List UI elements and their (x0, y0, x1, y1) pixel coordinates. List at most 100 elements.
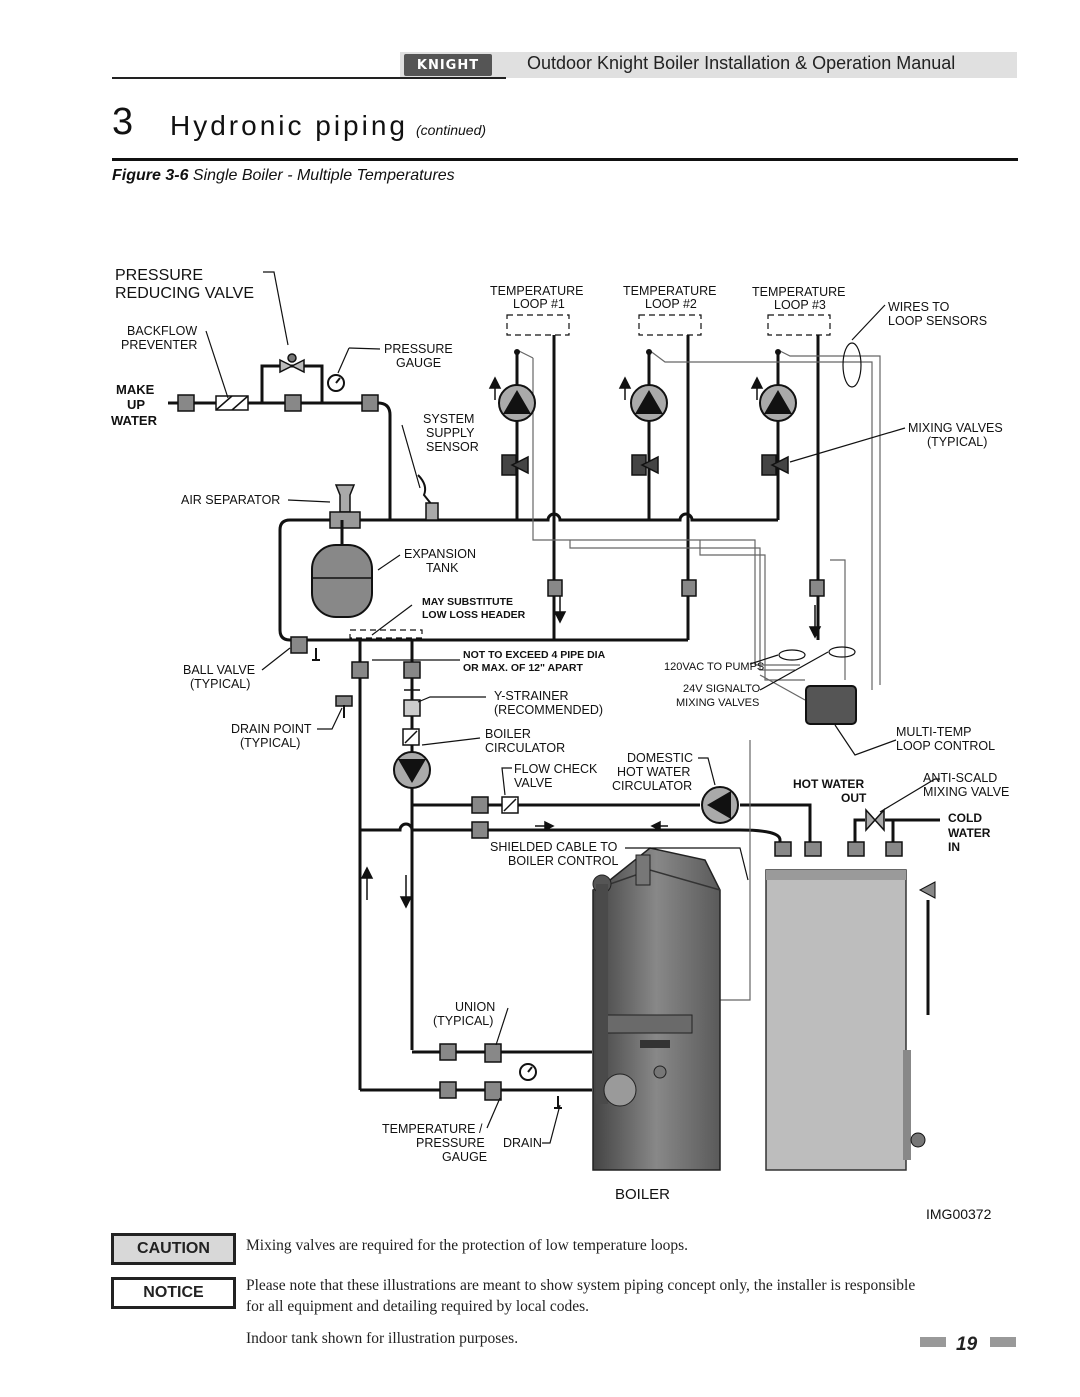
label-not-exceed-1: NOT TO EXCEED 4 PIPE DIA (463, 649, 606, 661)
section-continued: (continued) (416, 122, 487, 138)
label-wires-2: LOOP SENSORS (888, 314, 987, 328)
expansion-tank (311, 520, 373, 618)
air-separator (329, 484, 361, 529)
valves (177, 353, 903, 1101)
gauges (327, 374, 537, 1081)
label-wires-1: WIRES TO (888, 300, 950, 314)
label-tp-gauge-3: GAUGE (442, 1150, 487, 1164)
label-ball-valve-1: BALL VALVE (183, 663, 255, 677)
label-supply-sensor-3: SENSOR (426, 440, 479, 454)
dhw-circulator (701, 786, 739, 824)
system-supply-sensor (417, 474, 439, 521)
page-marker-left (920, 1337, 946, 1347)
notice-text: Please note that these illustrations are… (246, 1275, 1021, 1317)
label-tp-gauge-1: TEMPERATURE / (382, 1122, 483, 1136)
label-hot-water-1: HOT WATER (793, 777, 864, 791)
label-multitemp-2: LOOP CONTROL (896, 739, 995, 753)
caution-badge: CAUTION (111, 1233, 236, 1265)
multi-temp-control-box (805, 685, 857, 725)
label-signal-2: MIXING VALVES (676, 697, 759, 709)
label-hot-water-2: OUT (841, 791, 867, 805)
label-domestic-1: DOMESTIC (627, 751, 693, 765)
section-rule (112, 158, 1018, 161)
label-cold-water-2: WATER (948, 826, 991, 840)
notice-text-line-1: Please note that these illustrations are… (246, 1277, 916, 1294)
label-backflow-1: BACKFLOW (127, 324, 197, 338)
caution-text: Mixing valves are required for the prote… (246, 1237, 689, 1254)
label-supply-sensor-2: SUPPLY (426, 426, 475, 440)
label-ball-valve-2: (TYPICAL) (190, 677, 250, 691)
label-temp-loop3-2: LOOP #3 (774, 298, 826, 312)
label-flow-check-1: FLOW CHECK (514, 762, 598, 776)
label-flow-check-2: VALVE (514, 776, 552, 790)
label-supply-sensor-1: SYSTEM (423, 412, 474, 426)
wiring (516, 349, 881, 1001)
piping-diagram: PRESSURE REDUCING VALVE BACKFLOW PREVENT… (111, 267, 1009, 1222)
label-temp-loop1-1: TEMPERATURE (490, 284, 584, 298)
boiler-unit (592, 847, 721, 1171)
label-temp-loop2-2: LOOP #2 (645, 297, 697, 311)
label-not-exceed-2: OR MAX. OF 12" APART (463, 662, 583, 674)
leader-lines (205, 271, 940, 1144)
logo-text: KNIGHT (416, 57, 480, 73)
page-number: 19 (956, 1334, 978, 1355)
label-substitute-1: MAY SUBSTITUTE (422, 596, 513, 608)
label-boiler: BOILER (615, 1186, 670, 1203)
label-domestic-3: CIRCULATOR (612, 779, 692, 793)
boiler-circulator (393, 751, 431, 789)
label-pressure-gauge-2: GAUGE (396, 356, 441, 370)
label-temp-loop2-1: TEMPERATURE (623, 284, 717, 298)
indirect-water-heater (765, 869, 936, 1171)
section-title-text: Hydronic piping (170, 110, 408, 141)
label-boiler-circ-1: BOILER (485, 727, 531, 741)
label-multitemp-1: MULTI-TEMP (896, 725, 971, 739)
label-ystrainer-2: (RECOMMENDED) (494, 703, 603, 717)
label-antiscald-2: MIXING VALVE (923, 785, 1009, 799)
indoor-tank-note: Indoor tank shown for illustration purpo… (246, 1330, 519, 1347)
drain-spigots (312, 648, 562, 1109)
knight-logo: KNIGHT (404, 54, 492, 76)
label-drain: DRAIN (503, 1136, 542, 1150)
header-bar (400, 52, 1017, 78)
label-pressure-gauge-1: PRESSURE (384, 342, 453, 356)
label-union-2: (TYPICAL) (433, 1014, 493, 1028)
section-number: 3 (112, 101, 134, 143)
page-marker-right (990, 1337, 1016, 1347)
label-expansion-1: EXPANSION (404, 547, 476, 561)
notice-badge: NOTICE (111, 1277, 236, 1309)
label-expansion-2: TANK (426, 561, 459, 575)
label-antiscald-1: ANTI-SCALD (923, 771, 997, 785)
figure-caption-text: Single Boiler - Multiple Temperatures (192, 167, 455, 184)
label-domestic-2: HOT WATER (617, 765, 690, 779)
label-temp-loop1-2: LOOP #1 (513, 297, 565, 311)
label-makeup-3: WATER (111, 413, 158, 428)
label-tp-gauge-2: PRESSURE (416, 1136, 485, 1150)
manual-title: Outdoor Knight Boiler Installation & Ope… (527, 53, 956, 73)
label-boiler-circ-2: CIRCULATOR (485, 741, 565, 755)
figure-image-code: IMG00372 (926, 1206, 992, 1222)
label-mixing-valves-1: MIXING VALVES (908, 421, 1003, 435)
label-union-1: UNION (455, 1000, 495, 1014)
section-title: Hydronic piping (continued) (170, 110, 486, 146)
label-mixing-valves-2: (TYPICAL) (927, 435, 987, 449)
sensor-dots (514, 349, 781, 355)
label-makeup-2: UP (127, 397, 145, 412)
figure-caption: Figure 3-6 Single Boiler - Multiple Temp… (112, 166, 455, 186)
loop-sensor-boxes (349, 314, 831, 639)
piping (168, 335, 940, 1092)
label-cold-water-3: IN (948, 840, 960, 854)
label-shielded-1: SHIELDED CABLE TO (490, 840, 618, 854)
label-shielded-2: BOILER CONTROL (508, 854, 618, 868)
mixing-valves (501, 454, 789, 476)
label-drain-point-2: (TYPICAL) (240, 736, 300, 750)
wire-loops (778, 342, 862, 661)
label-drain-point-1: DRAIN POINT (231, 722, 312, 736)
label-makeup-1: MAKE (116, 382, 155, 397)
notice-text-line-2: for all equipment and detailing required… (246, 1298, 590, 1315)
label-signal-1: 24V SIGNALTO (683, 683, 761, 695)
label-ystrainer-1: Y-STRAINER (494, 689, 569, 703)
figure-label: Figure 3-6 (112, 167, 189, 184)
flow-arrows (360, 376, 822, 909)
loop-circulators (498, 384, 797, 422)
label-air-separator: AIR SEPARATOR (181, 493, 280, 507)
